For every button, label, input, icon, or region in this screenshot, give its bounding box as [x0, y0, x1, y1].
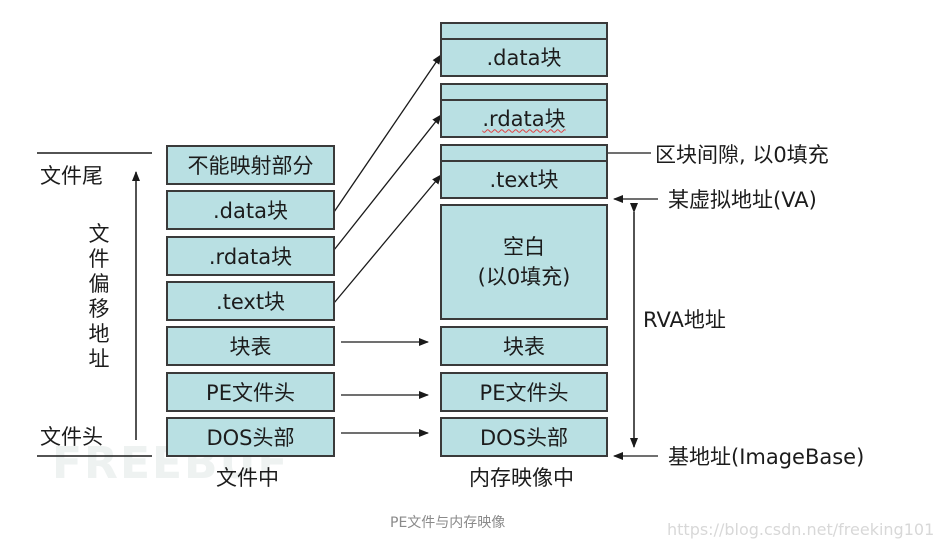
block-label: PE文件头: [479, 381, 569, 405]
pe-memory-diagram: FREEBUF 文件尾 文件头 文件偏移地址 不能映射部分: [37, 22, 934, 539]
block-label: 空白: [503, 235, 545, 259]
section-gap-strip: [442, 85, 606, 101]
memory-block-rdata: .rdata块: [440, 83, 608, 138]
map-arrow-text: [333, 174, 442, 304]
block-label: .data块: [213, 199, 288, 223]
section-gap-strip: [442, 146, 606, 162]
file-block-rdata: .rdata块: [166, 236, 335, 276]
memory-column-caption: 内存映像中: [469, 466, 574, 490]
memory-block-pe-header: PE文件头: [440, 372, 608, 412]
file-start-label: 文件头: [40, 425, 103, 449]
file-block-text: .text块: [166, 281, 335, 321]
file-block-unmappable: 不能映射部分: [166, 145, 335, 185]
block-label: 不能映射部分: [187, 154, 314, 178]
file-offset-label: 文件偏移地址: [88, 222, 110, 371]
file-block-data: .data块: [166, 190, 335, 230]
figure-caption: PE文件与内存映像: [390, 515, 506, 531]
section-gap-strip: [442, 24, 606, 40]
block-sublabel: (以0填充): [477, 265, 571, 289]
connector-lines: [37, 54, 658, 460]
memory-block-text: .text块: [440, 144, 608, 199]
image-base-label: 基地址(ImageBase): [668, 445, 865, 469]
rva-label: RVA地址: [643, 308, 726, 332]
map-arrow-data: [333, 54, 442, 213]
file-column-caption: 文件中: [216, 466, 279, 490]
block-label: 块表: [503, 335, 545, 359]
block-label: .rdata块: [482, 106, 566, 131]
watermark-url: https://blog.csdn.net/freeking101: [667, 520, 934, 539]
map-arrow-rdata: [333, 114, 442, 251]
block-label: 块表: [229, 335, 272, 359]
block-label: PE文件头: [206, 381, 295, 405]
memory-block-data: .data块: [440, 22, 608, 77]
block-label: .text块: [215, 290, 286, 314]
file-block-pe-header: PE文件头: [166, 372, 335, 412]
block-label: DOS头部: [206, 426, 295, 450]
block-label: .rdata块: [208, 245, 293, 269]
memory-block-section-table: 块表: [440, 326, 608, 366]
memory-block-dos-header: DOS头部: [440, 417, 608, 457]
memory-block-blank: 空白 (以0填充): [440, 204, 608, 320]
block-label: .data块: [486, 45, 562, 70]
virtual-address-label: 某虚拟地址(VA): [668, 188, 817, 212]
file-end-label: 文件尾: [40, 164, 103, 188]
block-label: .text块: [489, 167, 559, 192]
section-gap-label: 区块间隙, 以0填充: [655, 143, 829, 167]
file-block-section-table: 块表: [166, 326, 335, 366]
block-label: DOS头部: [479, 426, 569, 450]
file-block-dos-header: DOS头部: [166, 417, 335, 457]
